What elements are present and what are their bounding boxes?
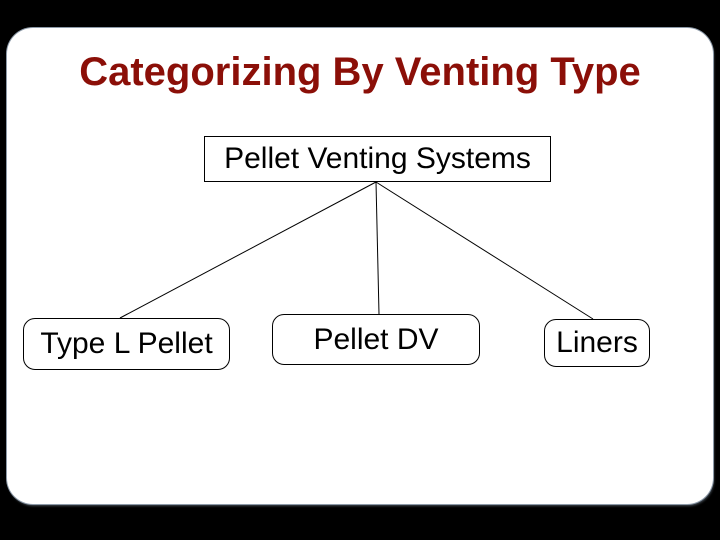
node-label: Liners [556, 326, 638, 359]
node-label: Pellet Venting Systems [224, 142, 531, 175]
node-liners: Liners [544, 319, 650, 367]
node-label: Pellet DV [313, 322, 439, 356]
node-pellet-dv: Pellet DV [272, 314, 480, 365]
node-pellet-venting-systems: Pellet Venting Systems [204, 136, 551, 182]
node-type-l-pellet: Type L Pellet [23, 318, 230, 370]
slide-background [7, 28, 713, 504]
slide-title: Categorizing By Venting Type [79, 50, 641, 94]
node-label: Type L Pellet [40, 327, 213, 360]
